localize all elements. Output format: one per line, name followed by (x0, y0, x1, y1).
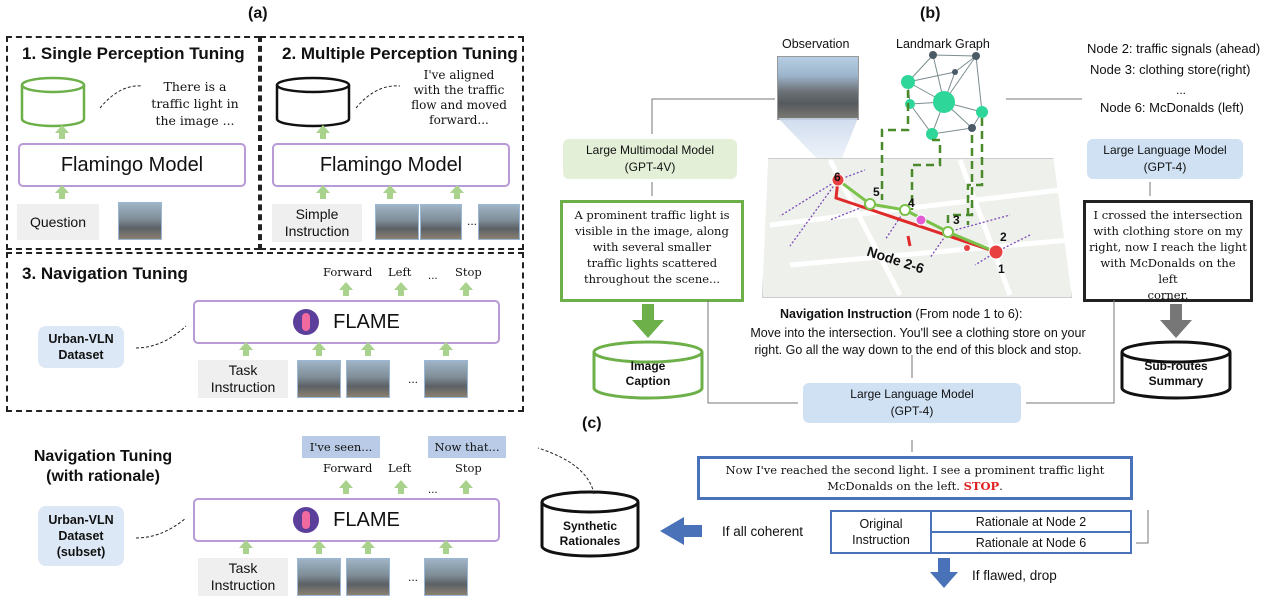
observation-label: Observation (782, 37, 850, 51)
map-node-3: 3 (953, 213, 960, 227)
multi-image-thumb-2 (420, 204, 462, 240)
observation-image (777, 56, 859, 120)
multi-image-thumb-3 (478, 204, 520, 240)
multiple-output-text: I've aligned with the traffic flow and m… (411, 68, 507, 127)
navigation-tuning-title: 3. Navigation Tuning (22, 264, 188, 283)
rat-image-thumb-1 (297, 558, 341, 596)
urban-vln-subset: Urban-VLN Dataset (subset) (38, 506, 124, 566)
rat-ellipsis: ... (408, 570, 419, 584)
single-image-thumb (118, 202, 162, 240)
llm-output-text: I crossed the intersection with clothing… (1083, 200, 1253, 302)
single-cylinder-label: Image Caption (32, 91, 74, 118)
rationale-node-2-cell: Rationale at Node 2 (930, 510, 1132, 533)
node-list-2: Node 2: traffic signals (ahead) (1087, 41, 1261, 56)
nav-output-ellipsis: ... (428, 270, 438, 282)
original-instruction-cell: Original Instruction (830, 510, 932, 554)
rat-image-thumb-2 (346, 558, 390, 596)
multiple-perception-box (260, 36, 524, 250)
map-node-2: 2 (1000, 230, 1007, 244)
large-multimodal-model: Large Multimodal Model (GPT-4V) (563, 139, 737, 179)
large-language-model-right: Large Language Model (GPT-4) (1087, 139, 1243, 179)
task-instruction-box-2: Task Instruction (198, 558, 288, 596)
rationale-tag-now: Now that... (428, 436, 506, 458)
panel-a-label: (a) (248, 5, 268, 22)
if-flawed-label: If flawed, drop (972, 568, 1057, 583)
stop-period: . (999, 479, 1003, 493)
nav-instruction-text: Move into the intersection. You'll see a… (750, 326, 1086, 357)
synthetic-rationales-cylinder: Synthetic Rationales (559, 519, 621, 548)
rat-output-forward: Forward (323, 461, 373, 475)
question-box: Question (17, 204, 99, 240)
single-perception-box (6, 36, 260, 250)
rationale-output-box: Now I've reached the second light. I see… (697, 456, 1133, 500)
rationale-output-text: Now I've reached the second light. I see… (726, 462, 1105, 494)
image-caption-cylinder: Image Caption (625, 359, 671, 388)
panel-c-label: (c) (582, 415, 602, 432)
flamingo-model-box-1: Flamingo Model (18, 143, 246, 187)
rationale-node-6-cell: Rationale at Node 6 (930, 531, 1132, 554)
flame-label-2: FLAME (333, 508, 400, 531)
simple-instruction-box: Simple Instruction (272, 204, 362, 242)
node-list-3: Node 3: clothing store(right) (1090, 62, 1251, 77)
nav-instruction-range: (From node 1 to 6): (911, 307, 1023, 321)
nav-output-forward: Forward (323, 265, 373, 279)
rationale-tuning-title: Navigation Tuning (with rationale) (33, 448, 173, 485)
nav-image-thumb-1 (297, 360, 341, 398)
nav-image-thumb-3 (424, 360, 468, 398)
flame-box-2: FLAME (193, 498, 500, 542)
flamingo-model-box-2: Flamingo Model (272, 143, 510, 187)
single-output-text: There is a traffic light in the image ..… (151, 79, 239, 128)
rat-output-left: Left (388, 461, 412, 475)
flame-logo-icon (293, 309, 320, 335)
map-node-5: 5 (873, 185, 880, 199)
nav-instruction-title: Navigation Instruction (780, 307, 912, 321)
multiple-cylinder-label: Sub-routes summary (283, 91, 343, 118)
subroutes-summary-cylinder: Sub-routes Summary (1144, 359, 1208, 388)
flame-label-1: FLAME (333, 310, 400, 333)
flame-box-1: FLAME (193, 300, 500, 344)
node-list-ellipsis: ... (1176, 83, 1187, 97)
navigation-tuning-box (6, 252, 524, 412)
flame-logo-icon-2 (293, 507, 320, 533)
rat-image-thumb-3 (424, 558, 468, 596)
map-image (762, 158, 1072, 298)
nav-ellipsis: ... (408, 372, 419, 386)
map-node-4: 4 (908, 196, 915, 210)
node-list-6: Node 6: McDonalds (left) (1100, 100, 1244, 115)
multi-ellipsis: ... (467, 214, 478, 228)
multiple-perception-title: 2. Multiple Perception Tuning (282, 44, 518, 63)
lmm-output-text: A prominent traffic light is visible in … (560, 200, 744, 302)
rat-output-ellipsis: ... (428, 484, 438, 496)
task-instruction-box-1: Task Instruction (198, 360, 288, 398)
panel-b-label: (b) (920, 5, 941, 22)
rationale-output-main: Now I've reached the second light. I see… (725, 463, 1105, 493)
map-node-6: 6 (834, 170, 841, 184)
nav-output-stop: Stop (455, 265, 482, 279)
map-node-1: 1 (998, 262, 1005, 276)
nav-image-thumb-2 (346, 360, 390, 398)
if-coherent-label: If all coherent (722, 524, 804, 539)
large-language-model-center: Large Language Model (GPT-4) (803, 383, 1021, 423)
nav-output-left: Left (388, 265, 412, 279)
stop-token: STOP (963, 479, 1000, 493)
rationale-tag-seen: I've seen... (302, 436, 380, 458)
landmark-graph-label: Landmark Graph (896, 37, 990, 51)
rat-output-stop: Stop (455, 461, 482, 475)
urban-vln-dataset: Urban-VLN Dataset (38, 326, 124, 368)
single-perception-title: 1. Single Perception Tuning (22, 44, 245, 63)
nav-instruction-heading: Navigation Instruction (From node 1 to 6… (780, 307, 1022, 321)
multi-image-thumb-1 (375, 204, 419, 240)
